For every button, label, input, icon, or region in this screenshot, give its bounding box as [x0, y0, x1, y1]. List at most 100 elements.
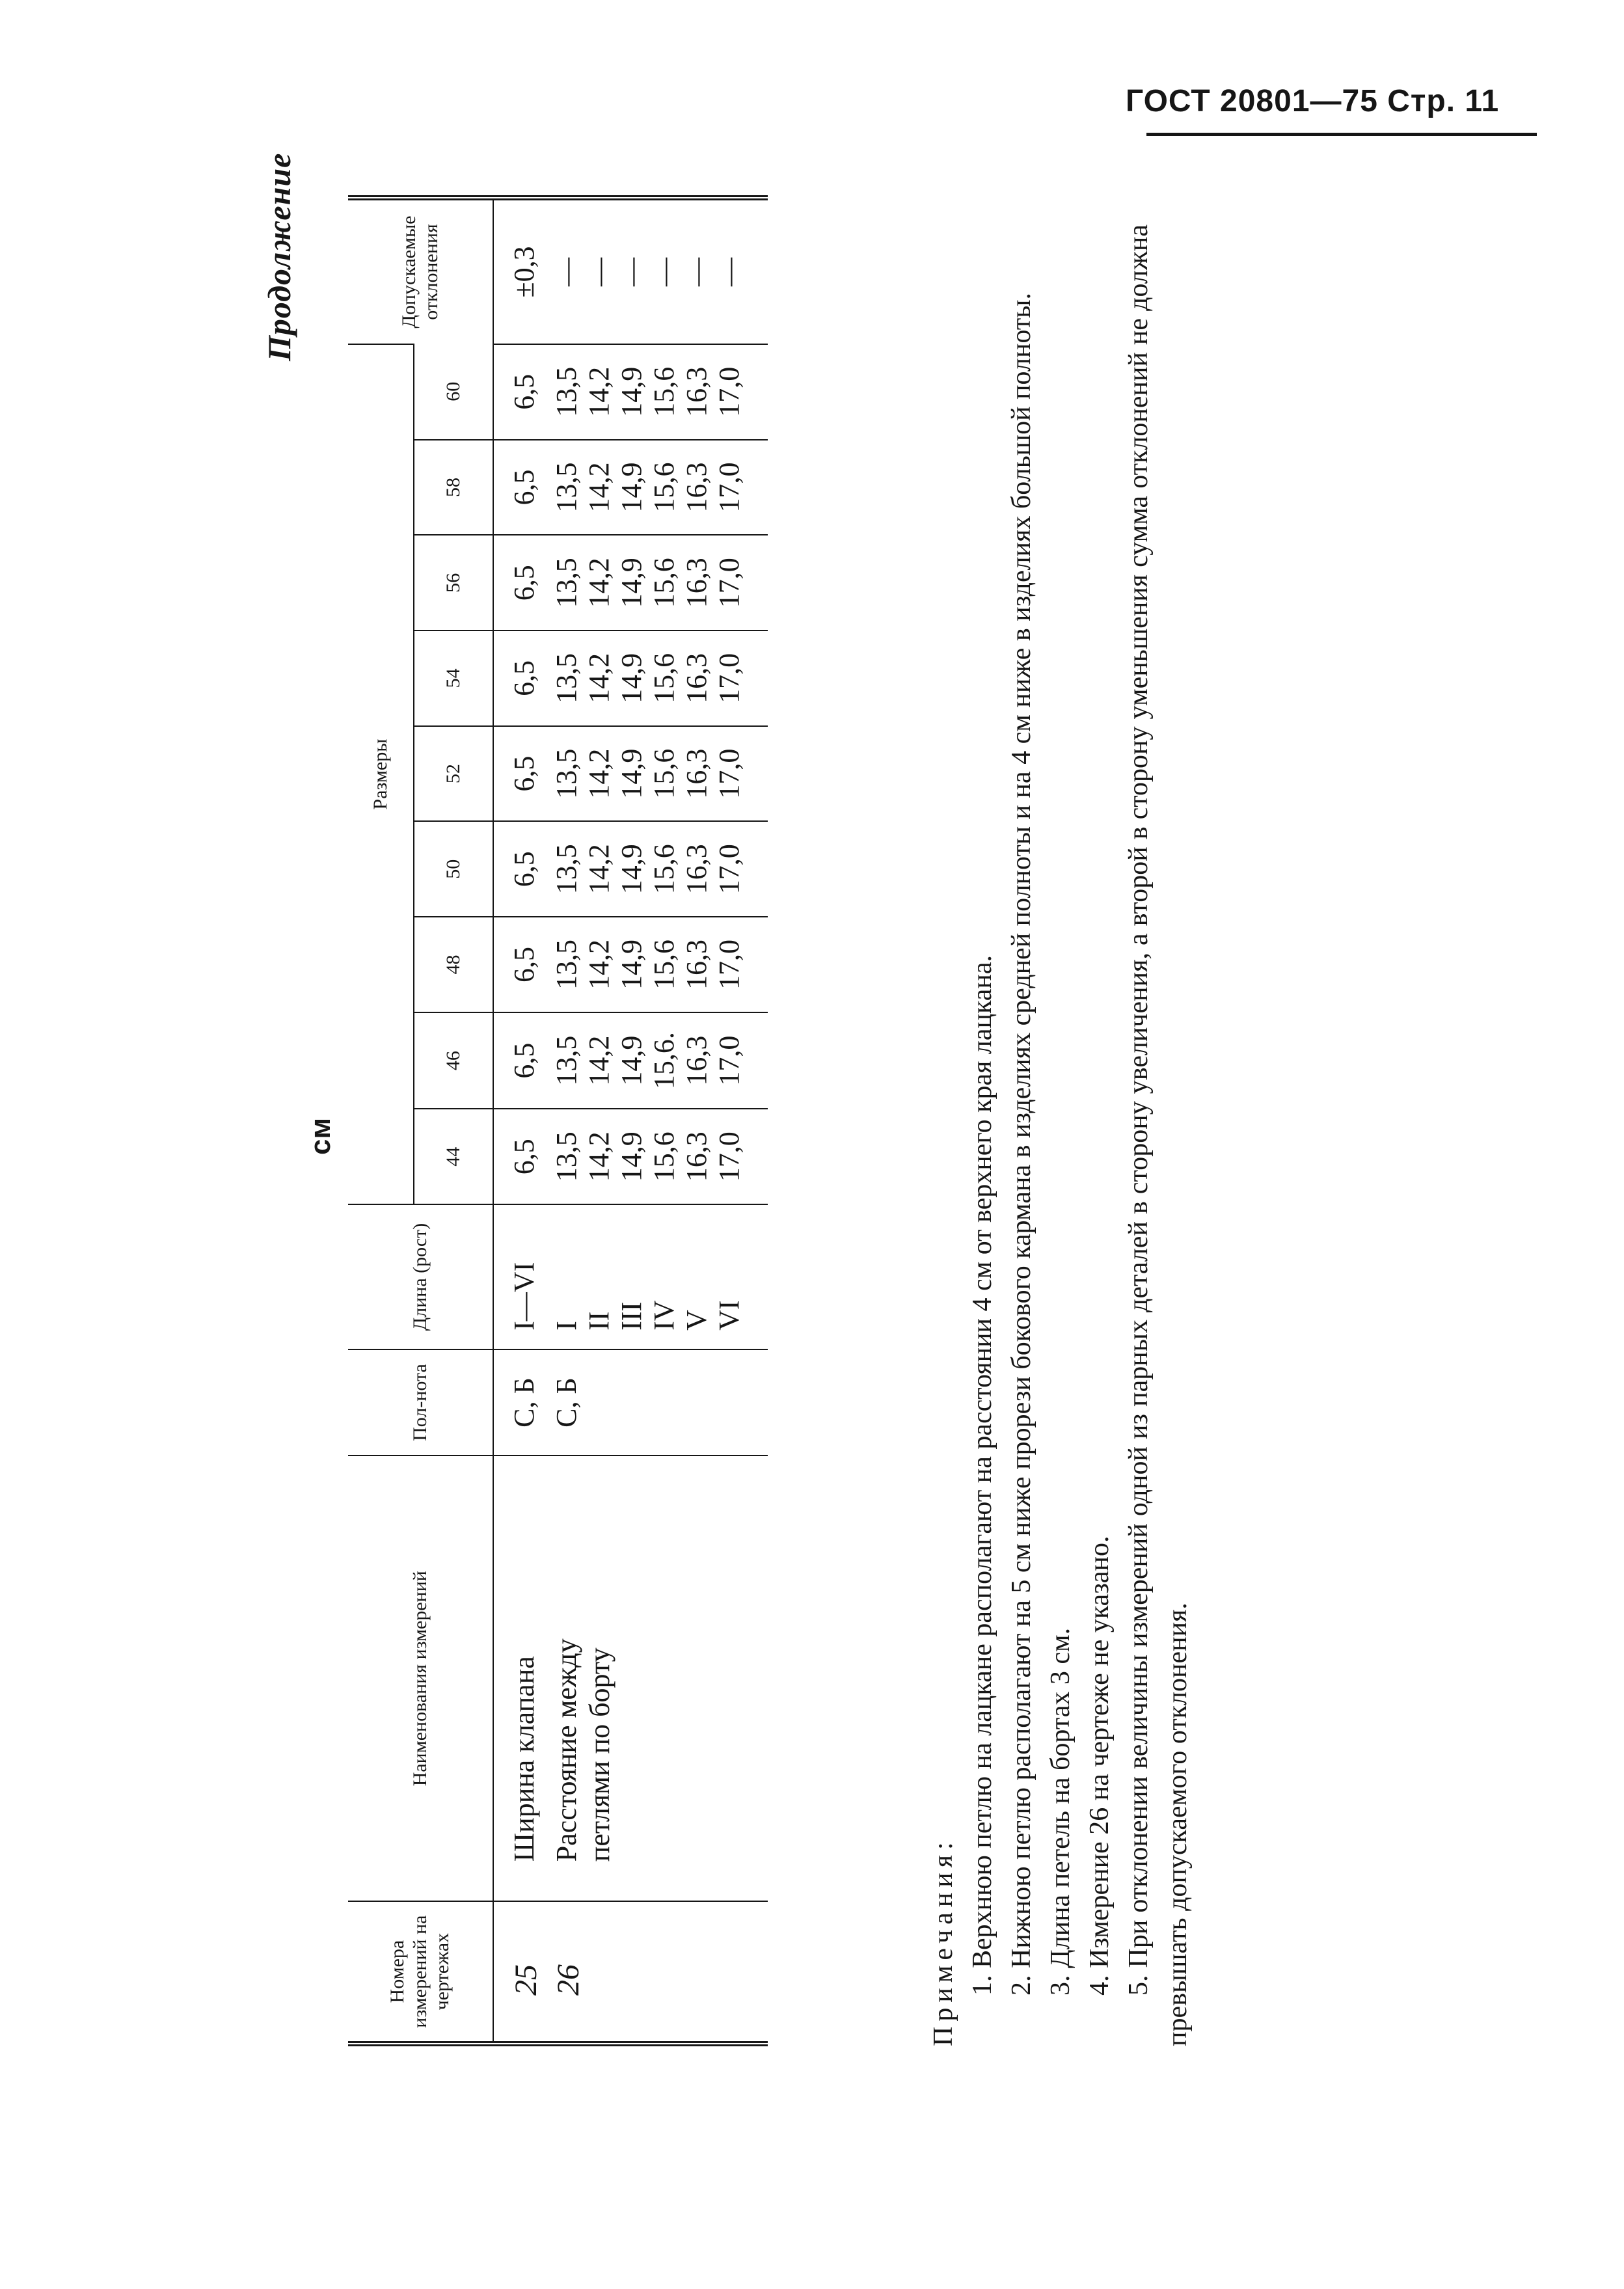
- header-size: 56: [414, 535, 493, 631]
- size-value: 17,0: [713, 1035, 746, 1086]
- tolerance-value: —: [550, 257, 583, 286]
- header-size: 44: [414, 1109, 493, 1205]
- continuation-caption: Продолжение: [261, 152, 297, 361]
- size-value: 14,9: [616, 653, 648, 703]
- size-value: 13,5: [550, 1131, 583, 1182]
- size-value-cell: 6,5: [493, 917, 551, 1012]
- header-rule: [1146, 133, 1537, 136]
- size-value-cell: 13,5 14,2 14,9 15,6 16,3 17,0: [550, 344, 768, 440]
- size-value: 15,6: [648, 844, 681, 895]
- size-value: 14,2: [583, 844, 616, 895]
- size-value: 14,9: [616, 462, 648, 513]
- height-value: II: [583, 1311, 616, 1331]
- height-value: IV: [648, 1300, 681, 1331]
- header-height: Длина (рост): [348, 1204, 493, 1349]
- size-value-cell: 13,5 14,2 14,9 15,6 16,3 17,0: [550, 725, 768, 822]
- size-value-cell: 13,5 14,2 14,9 15,6 16,3 17,0: [550, 1109, 768, 1205]
- notes-title: Примечания:: [928, 1837, 958, 2046]
- size-value: 14,2: [583, 653, 616, 703]
- header-size: 60: [414, 344, 493, 440]
- size-value: 6,5: [508, 947, 540, 982]
- size-value: 15,6.: [648, 1032, 681, 1090]
- size-value: 16,3: [681, 940, 713, 990]
- size-value: 15,6: [648, 462, 681, 513]
- header-name: Наименования измерений: [348, 1456, 493, 1902]
- size-value: 16,3: [681, 748, 713, 799]
- header-tolerance: Допускаемые отклонения: [348, 200, 493, 344]
- size-value: 14,2: [583, 1035, 616, 1086]
- size-value: 16,3: [681, 366, 713, 417]
- row-height: I II III IV V VI: [550, 1204, 768, 1349]
- row-name: Ширина клапана: [493, 1456, 551, 1902]
- size-value-cell: 13,5 14,2 14,9 15,6 16,3 17,0: [550, 630, 768, 726]
- size-value: 13,5: [550, 558, 583, 608]
- note-item: 5. При отклонении величины измерений одн…: [1124, 217, 1193, 2046]
- tolerance-value: ±0,3: [508, 246, 540, 298]
- table-row: 25 Ширина клапана С, Б I—VI 6,5 6,5 6,5 …: [493, 200, 551, 2041]
- size-value: 14,9: [616, 844, 648, 895]
- size-value: 15,6: [648, 366, 681, 417]
- size-value: 15,6: [648, 653, 681, 703]
- size-value: 15,6: [648, 1131, 681, 1182]
- size-value: 17,0: [713, 844, 746, 895]
- size-value: 14,9: [616, 1131, 648, 1182]
- row-fullness: С, Б: [493, 1349, 551, 1456]
- size-value: 13,5: [550, 653, 583, 703]
- size-value: 14,2: [583, 1131, 616, 1182]
- size-value: 15,6: [648, 558, 681, 608]
- note-item: 2. Нижною петлю располагают на 5 см ниже…: [1007, 293, 1036, 1996]
- header-size: 46: [414, 1012, 493, 1109]
- size-value: 14,9: [616, 1035, 648, 1086]
- height-value: V: [681, 1310, 713, 1331]
- row-height: I—VI: [493, 1204, 551, 1349]
- tolerance-value: —: [648, 257, 681, 286]
- row-number: 25: [493, 1901, 551, 2041]
- header-size: 52: [414, 725, 493, 822]
- size-value: 14,9: [616, 748, 648, 799]
- row-name: Расстояние между петлями по борту: [550, 1456, 768, 1902]
- size-value: 16,3: [681, 558, 713, 608]
- size-value: 13,5: [550, 462, 583, 513]
- tolerance-value: —: [681, 257, 713, 286]
- tolerance-value: —: [713, 257, 746, 286]
- height-value: I: [550, 1321, 583, 1331]
- size-value: 17,0: [713, 558, 746, 608]
- header-size: 50: [414, 821, 493, 917]
- height-value: III: [616, 1301, 648, 1331]
- size-value: 6,5: [508, 469, 540, 506]
- size-value-cell: 6,5: [493, 630, 551, 726]
- size-value-cell: 13,5 14,2 14,9 15,6 16,3 17,0: [550, 821, 768, 917]
- table-row: 26 Расстояние между петлями по борту С, …: [550, 200, 768, 2041]
- size-value: 14,2: [583, 462, 616, 513]
- size-value: 17,0: [713, 653, 746, 703]
- tolerance-cell: — — — — — —: [550, 200, 768, 344]
- size-value: 17,0: [713, 940, 746, 990]
- note-item: 1. Верхнюю петлю на лацкане располагают …: [968, 955, 997, 1996]
- note-item: 3. Длина петель на бортах 3 см.: [1046, 1627, 1076, 1996]
- size-value-cell: 6,5: [493, 1109, 551, 1205]
- size-value: 14,9: [616, 558, 648, 608]
- header-fullness: Пол-нота: [348, 1349, 493, 1456]
- size-value: 6,5: [508, 1139, 540, 1175]
- size-value: 13,5: [550, 748, 583, 799]
- header-size: 58: [414, 439, 493, 535]
- notes-block: Примечания: 1. Верхнюю петлю на лацкане …: [924, 224, 1197, 2046]
- size-value: 13,5: [550, 844, 583, 895]
- size-value: 14,2: [583, 558, 616, 608]
- size-value: 13,5: [550, 940, 583, 990]
- size-value: 6,5: [508, 565, 540, 601]
- page-header: ГОСТ 20801—75 Стр. 11: [1126, 84, 1500, 118]
- row-name-line: Ширина клапана: [508, 1656, 540, 1862]
- unit-label: см: [304, 1117, 336, 1155]
- size-value: 6,5: [508, 851, 540, 887]
- size-value-cell: 6,5: [493, 344, 551, 440]
- size-value: 17,0: [713, 748, 746, 799]
- size-value-cell: 13,5 14,2 14,9 15,6 16,3 17,0: [550, 917, 768, 1012]
- tolerance-cell: ±0,3: [493, 200, 550, 344]
- size-value: 16,3: [681, 844, 713, 895]
- size-value: 17,0: [713, 462, 746, 513]
- size-value-cell: 6,5: [493, 535, 551, 631]
- size-value-cell: 6,5: [493, 725, 551, 822]
- size-value: 13,5: [550, 366, 583, 417]
- size-value: 16,3: [681, 1035, 713, 1086]
